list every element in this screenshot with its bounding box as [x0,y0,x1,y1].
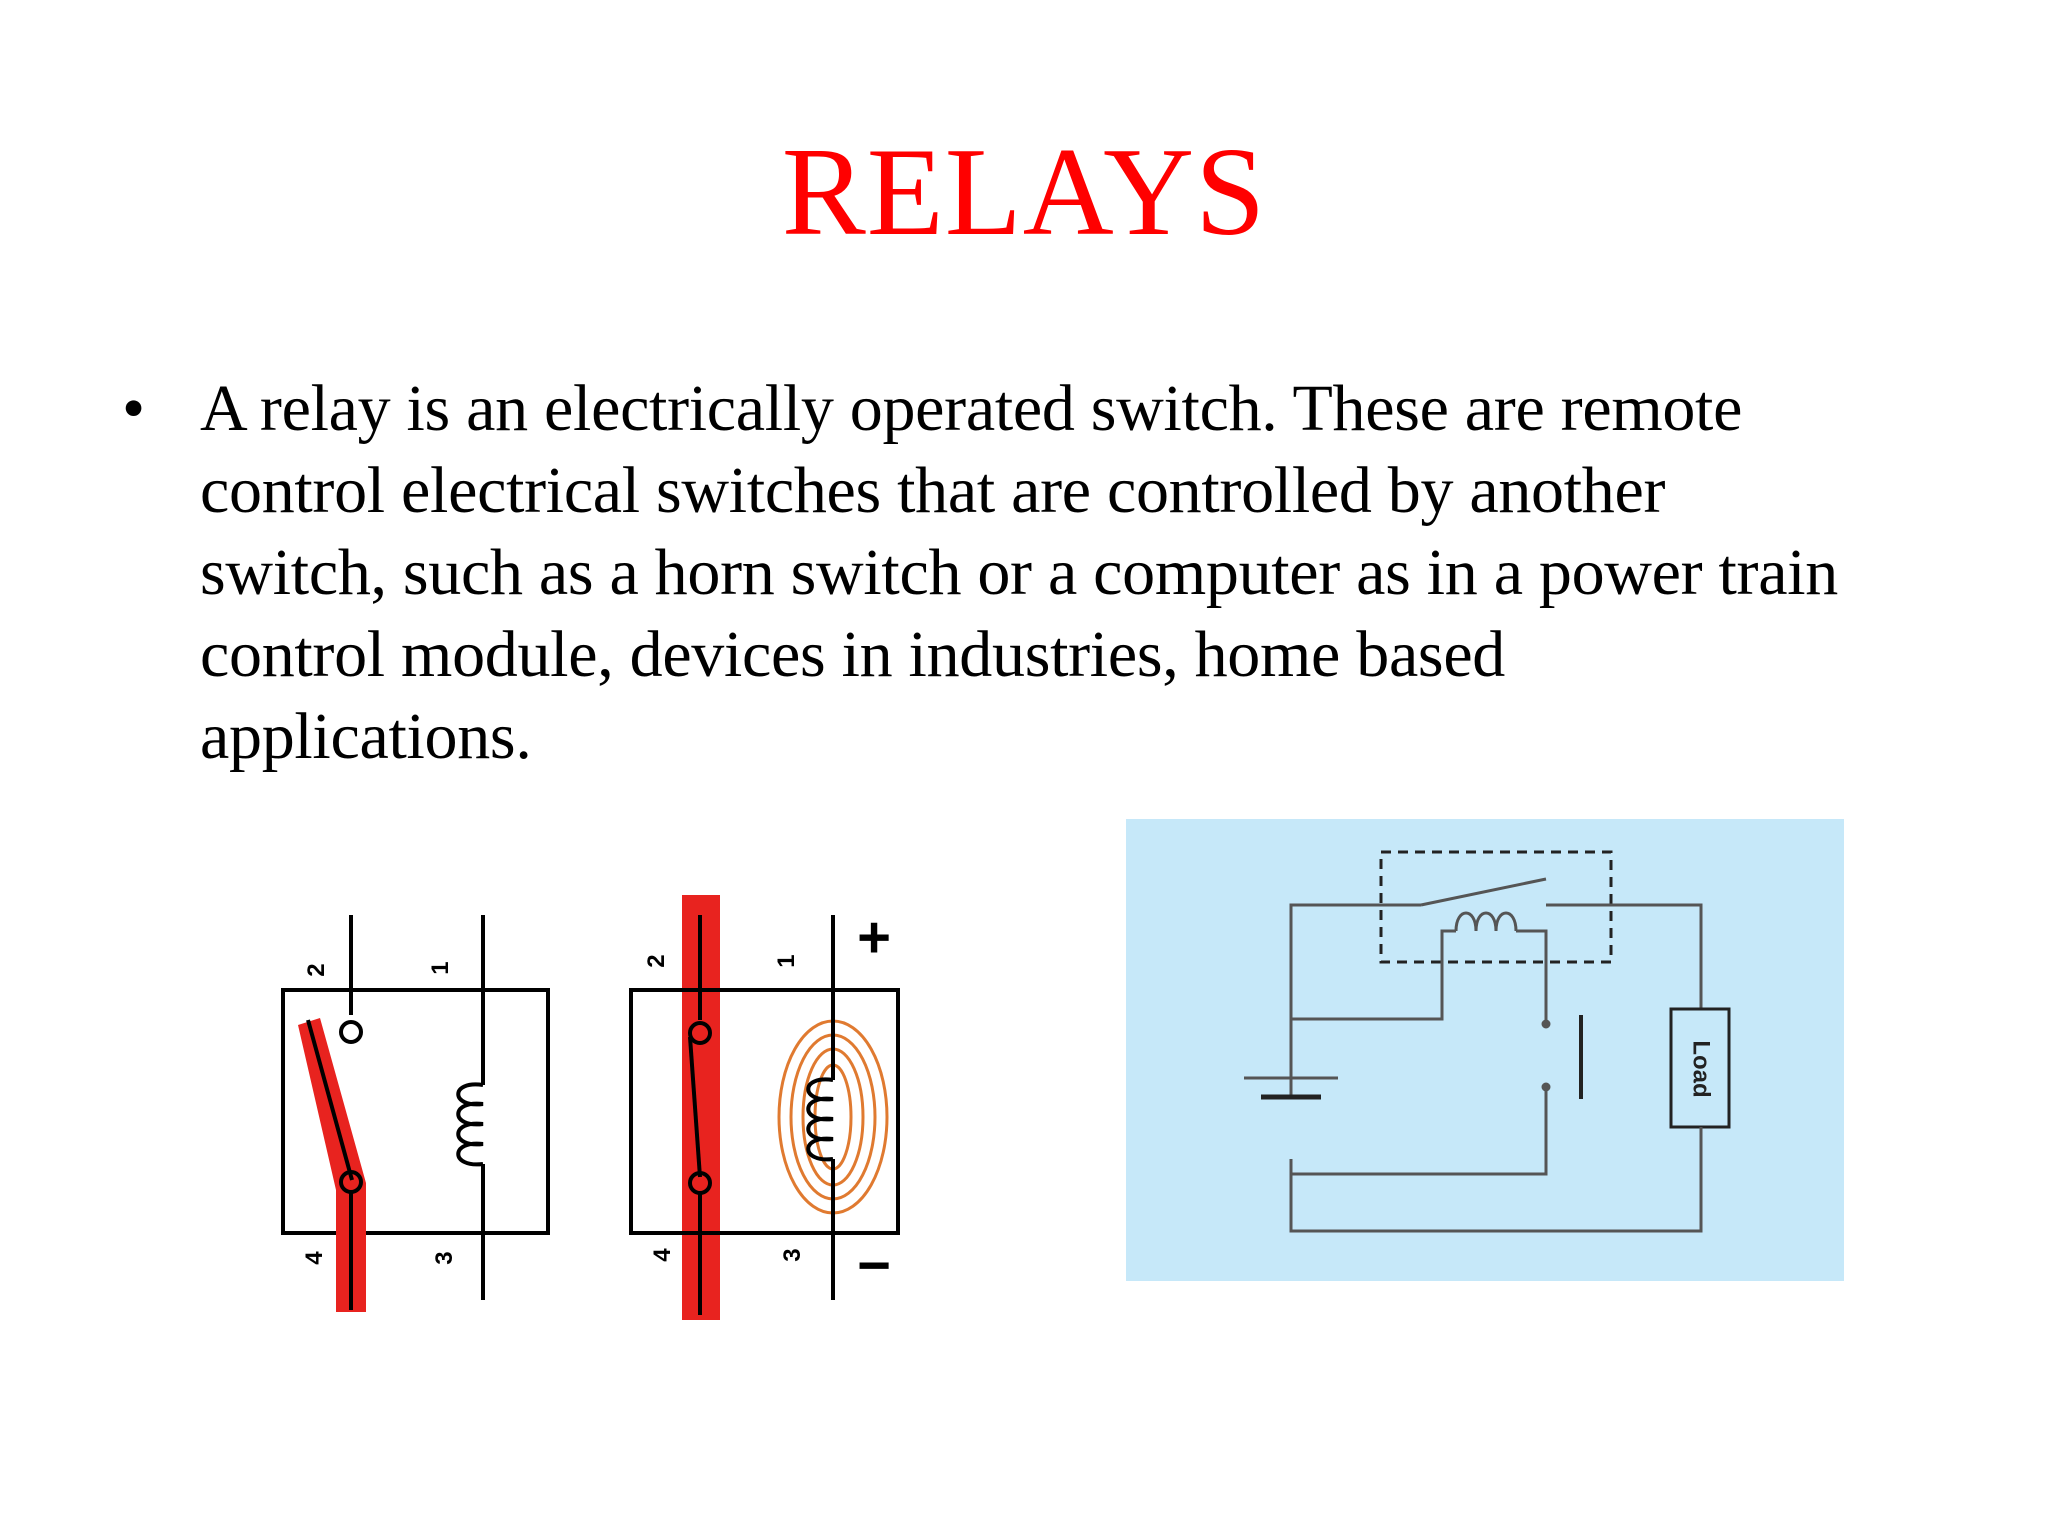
plus-sign: + [857,905,891,970]
contact-terminal [688,1021,712,1045]
relay-circuit-diagram: Load [1126,819,1844,1281]
pin-label: 4 [301,1251,328,1265]
pin-label: 3 [431,1251,458,1264]
relay-switch-contact [1420,877,1547,907]
relay-diagram-open: 2 1 4 3 [281,915,550,1312]
pin-label: 1 [773,954,800,967]
pin-label: 3 [779,1248,806,1261]
coil [1454,911,1518,932]
page-title: RELAYS [781,123,1267,262]
circuit-background [1126,819,1844,1281]
relay-diagram-closed: 2 1 4 3 + − [629,895,900,1320]
body-line: control module, devices in industries, h… [200,618,1506,691]
bullet-icon: • [122,372,146,445]
body-line: A relay is an electrically operated swit… [200,372,1743,445]
minus-sign: − [857,1233,891,1298]
pin-label: 1 [427,961,454,974]
relay-body [281,988,550,1235]
pin-label: 2 [643,954,670,967]
load-label: Load [1688,1040,1715,1097]
body-line: control electrical switches that are con… [200,454,1666,527]
relay-body [629,988,900,1235]
switch-arm [306,1019,354,1181]
body-line: applications. [200,700,532,773]
current-path-highlight [298,1018,366,1312]
contact-terminal [339,1020,363,1044]
pin-label: 4 [649,1248,676,1262]
body-line: switch, such as a horn switch or a compu… [200,536,1838,609]
coil [456,1082,484,1167]
body-paragraph: A relay is an electrically operated swit… [200,368,1980,778]
coil [806,1077,834,1162]
switch-arm [688,1036,702,1178]
pin-label: 2 [303,963,330,976]
